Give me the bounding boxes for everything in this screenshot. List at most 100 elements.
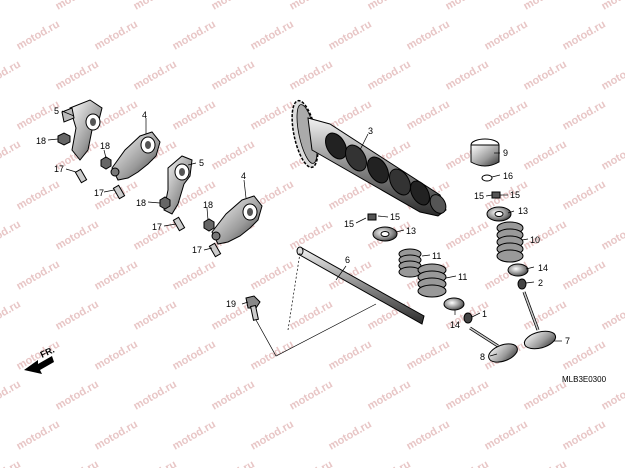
watermark-text: motod.ru [249,98,296,132]
callout-18-a: 18 [36,136,46,146]
watermark-text: motod.ru [405,418,452,452]
callout-4-upper: 4 [142,110,147,120]
watermark-text: motod.ru [93,18,140,52]
watermark-text: motod.ru [93,418,140,452]
watermark-text: motod.ru [327,418,374,452]
watermark-text: motod.ru [366,378,413,412]
watermark-text: motod.ru [93,338,140,372]
watermark-text: motod.ru [600,0,625,13]
callout-3: 3 [368,126,373,136]
watermark-text: motod.ru [132,0,179,13]
callout-17-d: 17 [192,245,202,255]
nut-18-a [58,133,70,145]
watermark-text: motod.ru [210,58,257,92]
watermark-text: motod.ru [522,218,569,252]
watermark-text: motod.ru [561,98,608,132]
watermark-text: motod.ru [366,0,413,13]
watermark-text: motod.ru [132,378,179,412]
callout-15-b: 15 [390,212,400,222]
callout-16: 16 [503,171,513,181]
watermark-text: motod.ru [444,0,491,13]
watermark-text: motod.ru [132,458,179,468]
watermark-text: motod.ru [132,58,179,92]
watermark-text: motod.ru [0,218,23,252]
diagram-code: MLB3E0300 [562,375,607,384]
watermark-text: motod.ru [15,418,62,452]
callout-19: 19 [226,299,236,309]
watermark-text: motod.ru [366,58,413,92]
rocker-arm-4-lower [212,196,262,244]
watermark-text: motod.ru [249,418,296,452]
callout-13-a: 13 [406,226,416,236]
watermark-text: motod.ru [483,18,530,52]
watermark-text: motod.ru [288,58,335,92]
rocker-arm-4-upper [111,132,160,180]
watermark-text: motod.ru [327,18,374,52]
watermark-text: motod.ru [54,458,101,468]
watermark-text: motod.ru [405,338,452,372]
watermark-text: motod.ru [561,258,608,292]
callout-17-a: 17 [54,164,64,174]
watermark-text: motod.ru [171,258,218,292]
callout-18-c: 18 [136,198,146,208]
watermark-text: motod.ru [171,418,218,452]
nut-18-b [101,157,111,169]
callout-15-d: 15 [510,190,520,200]
callout-7: 7 [565,336,570,346]
watermark-text: motod.ru [444,58,491,92]
nut-18-c [160,197,170,209]
watermark-text: motod.ru [249,18,296,52]
watermark-text: motod.ru [522,0,569,13]
callout-6: 6 [345,255,350,265]
screw-17-a [75,169,86,182]
callout-17-b: 17 [94,188,104,198]
watermark-text: motod.ru [249,258,296,292]
callout-18-d: 18 [203,200,213,210]
callout-5-top: 5 [54,106,59,116]
watermark-text: motod.ru [288,378,335,412]
callout-14-a: 14 [450,320,460,330]
bolt-19 [246,296,260,320]
watermark-text: motod.ru [210,458,257,468]
watermark-text: motod.ru [54,58,101,92]
watermark-text: motod.ru [327,338,374,372]
watermark-text: motod.ru [0,298,23,332]
watermark-text: motod.ru [0,378,23,412]
watermark-text: motod.ru [522,58,569,92]
watermark-text: motod.ru [171,18,218,52]
callout-14-b: 14 [538,263,548,273]
callout-12: 11 [432,251,441,261]
watermark-text: motod.ru [54,218,101,252]
watermark-text: motod.ru [483,98,530,132]
callout-15-a: 15 [344,219,354,229]
watermark-text: motod.ru [171,98,218,132]
watermark-text: motod.ru [600,218,625,252]
callout-11: 11 [458,272,467,282]
watermark-text: motod.ru [54,298,101,332]
watermark-text: motod.ru [210,138,257,172]
callout-1: 1 [482,309,487,319]
callout-17-c: 17 [152,222,162,232]
watermark-text: motod.ru [600,138,625,172]
watermark-text: motod.ru [444,458,491,468]
watermark-text: motod.ru [327,178,374,212]
watermark-text: motod.ru [0,458,23,468]
watermark-text: motod.ru [54,0,101,13]
watermark-text: motod.ru [210,0,257,13]
watermark-text: motod.ru [288,218,335,252]
watermark-text: motod.ru [600,458,625,468]
watermark-text: motod.ru [0,138,23,172]
watermark-text: motod.ru [600,58,625,92]
watermark-text: motod.ru [561,418,608,452]
watermark-text: motod.ru [444,218,491,252]
watermark-text: motod.ru [171,338,218,372]
watermark-text: motod.ru [405,18,452,52]
callout-13-b: 13 [518,206,528,216]
callout-2: 2 [538,278,543,288]
watermark-text: motod.ru [0,58,23,92]
watermark-text: motod.ru [54,378,101,412]
callout-15-c: 15 [474,191,484,201]
callout-10: 10 [530,235,540,245]
watermark-text: motod.ru [600,298,625,332]
